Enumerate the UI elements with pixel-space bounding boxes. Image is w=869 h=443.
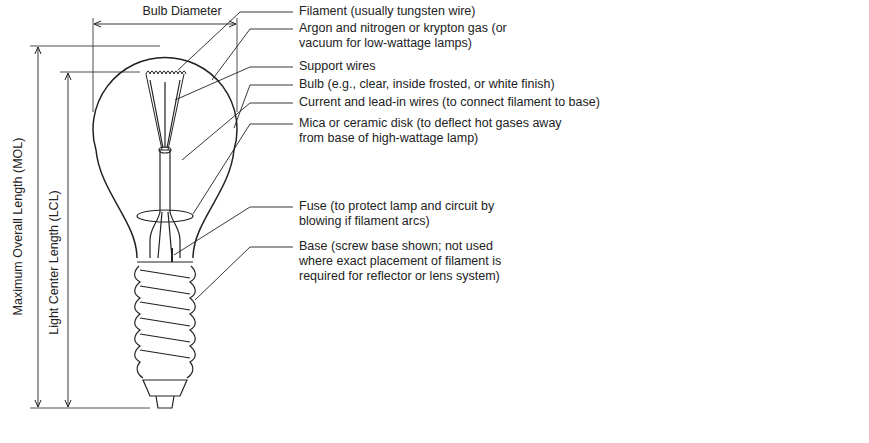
part-label: Argon and nitrogen or krypton gas (or va… — [299, 21, 521, 51]
part-label: Current and lead-in wires (to connect fi… — [299, 95, 839, 110]
part-label: Bulb (e.g., clear, inside frosted, or wh… — [299, 77, 779, 92]
dimension-label: Light Center Length (LCL) — [47, 187, 62, 338]
part-label: Filament (usually tungsten wire) — [299, 4, 719, 19]
part-label: Mica or ceramic disk (to deflect hot gas… — [299, 116, 569, 146]
dimension-label: Bulb Diameter — [122, 4, 242, 19]
part-label: Base (screw base shown; not used where e… — [299, 239, 514, 284]
dimension-label: Maximum Overall Length (MOL) — [12, 134, 27, 318]
part-label: Support wires — [299, 59, 719, 74]
part-label: Fuse (to protect lamp and circuit by blo… — [299, 199, 539, 229]
